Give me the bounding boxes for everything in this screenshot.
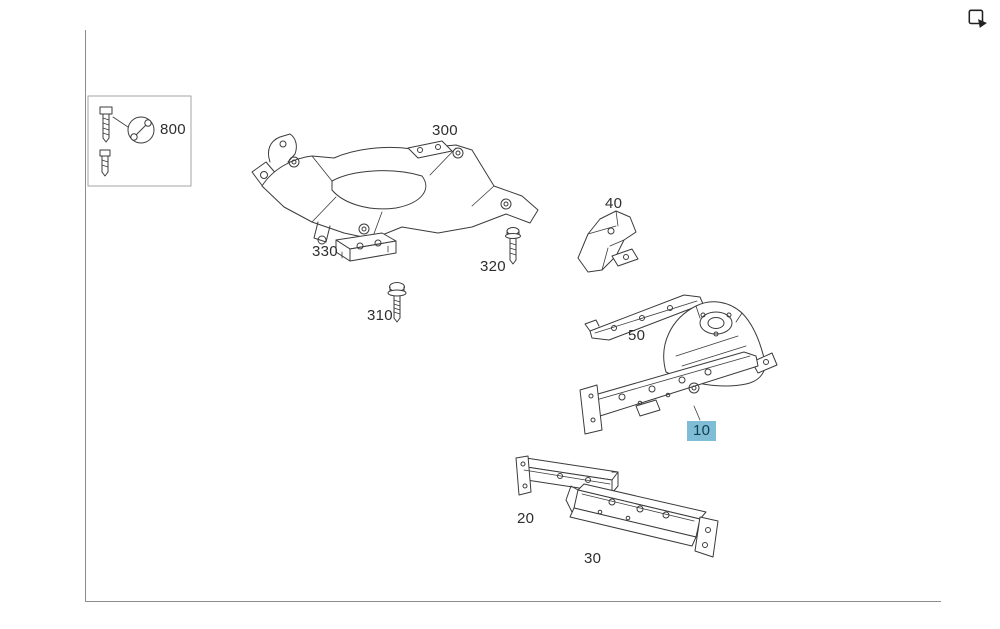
callout-40[interactable]: 40 — [605, 195, 623, 212]
callout-800[interactable]: 800 — [160, 121, 186, 138]
part-30-drawing[interactable] — [565, 483, 719, 558]
part-40-drawing[interactable] — [577, 210, 639, 273]
callout-330[interactable]: 330 — [312, 243, 338, 260]
part-10-drawing[interactable] — [579, 301, 778, 435]
part-330-drawing[interactable] — [335, 232, 397, 262]
part-300-drawing[interactable] — [251, 133, 539, 245]
part-800-drawing[interactable] — [87, 95, 192, 187]
export-icon — [968, 9, 987, 28]
bolt-310-drawing[interactable] — [387, 282, 407, 323]
callout-20[interactable]: 20 — [517, 510, 535, 527]
callout-30[interactable]: 30 — [584, 550, 602, 567]
export-button[interactable] — [964, 5, 992, 31]
callout-50[interactable]: 50 — [628, 327, 646, 344]
bolt-320-drawing[interactable] — [505, 227, 521, 265]
diagram-border-bottom — [85, 601, 941, 602]
callout-10[interactable]: 10 — [687, 421, 717, 441]
callout-310[interactable]: 310 — [367, 307, 393, 324]
callout-300[interactable]: 300 — [432, 122, 458, 139]
diagram-border-left — [85, 30, 86, 602]
callout-320[interactable]: 320 — [480, 258, 506, 275]
